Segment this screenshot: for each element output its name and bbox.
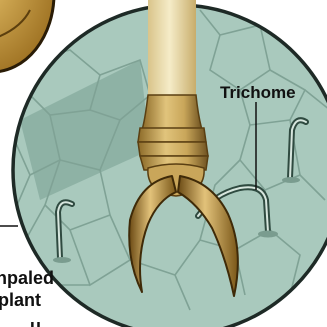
insect-body (0, 0, 54, 72)
corner-caption-line-3: u (30, 316, 41, 327)
trichome-label: Trichome (220, 83, 296, 102)
corner-caption-line-2: plant (0, 290, 41, 310)
corner-caption-line-1: npaled (0, 268, 54, 288)
leg-shaft (148, 0, 196, 105)
corner-caption: npaled plant u (0, 268, 54, 327)
